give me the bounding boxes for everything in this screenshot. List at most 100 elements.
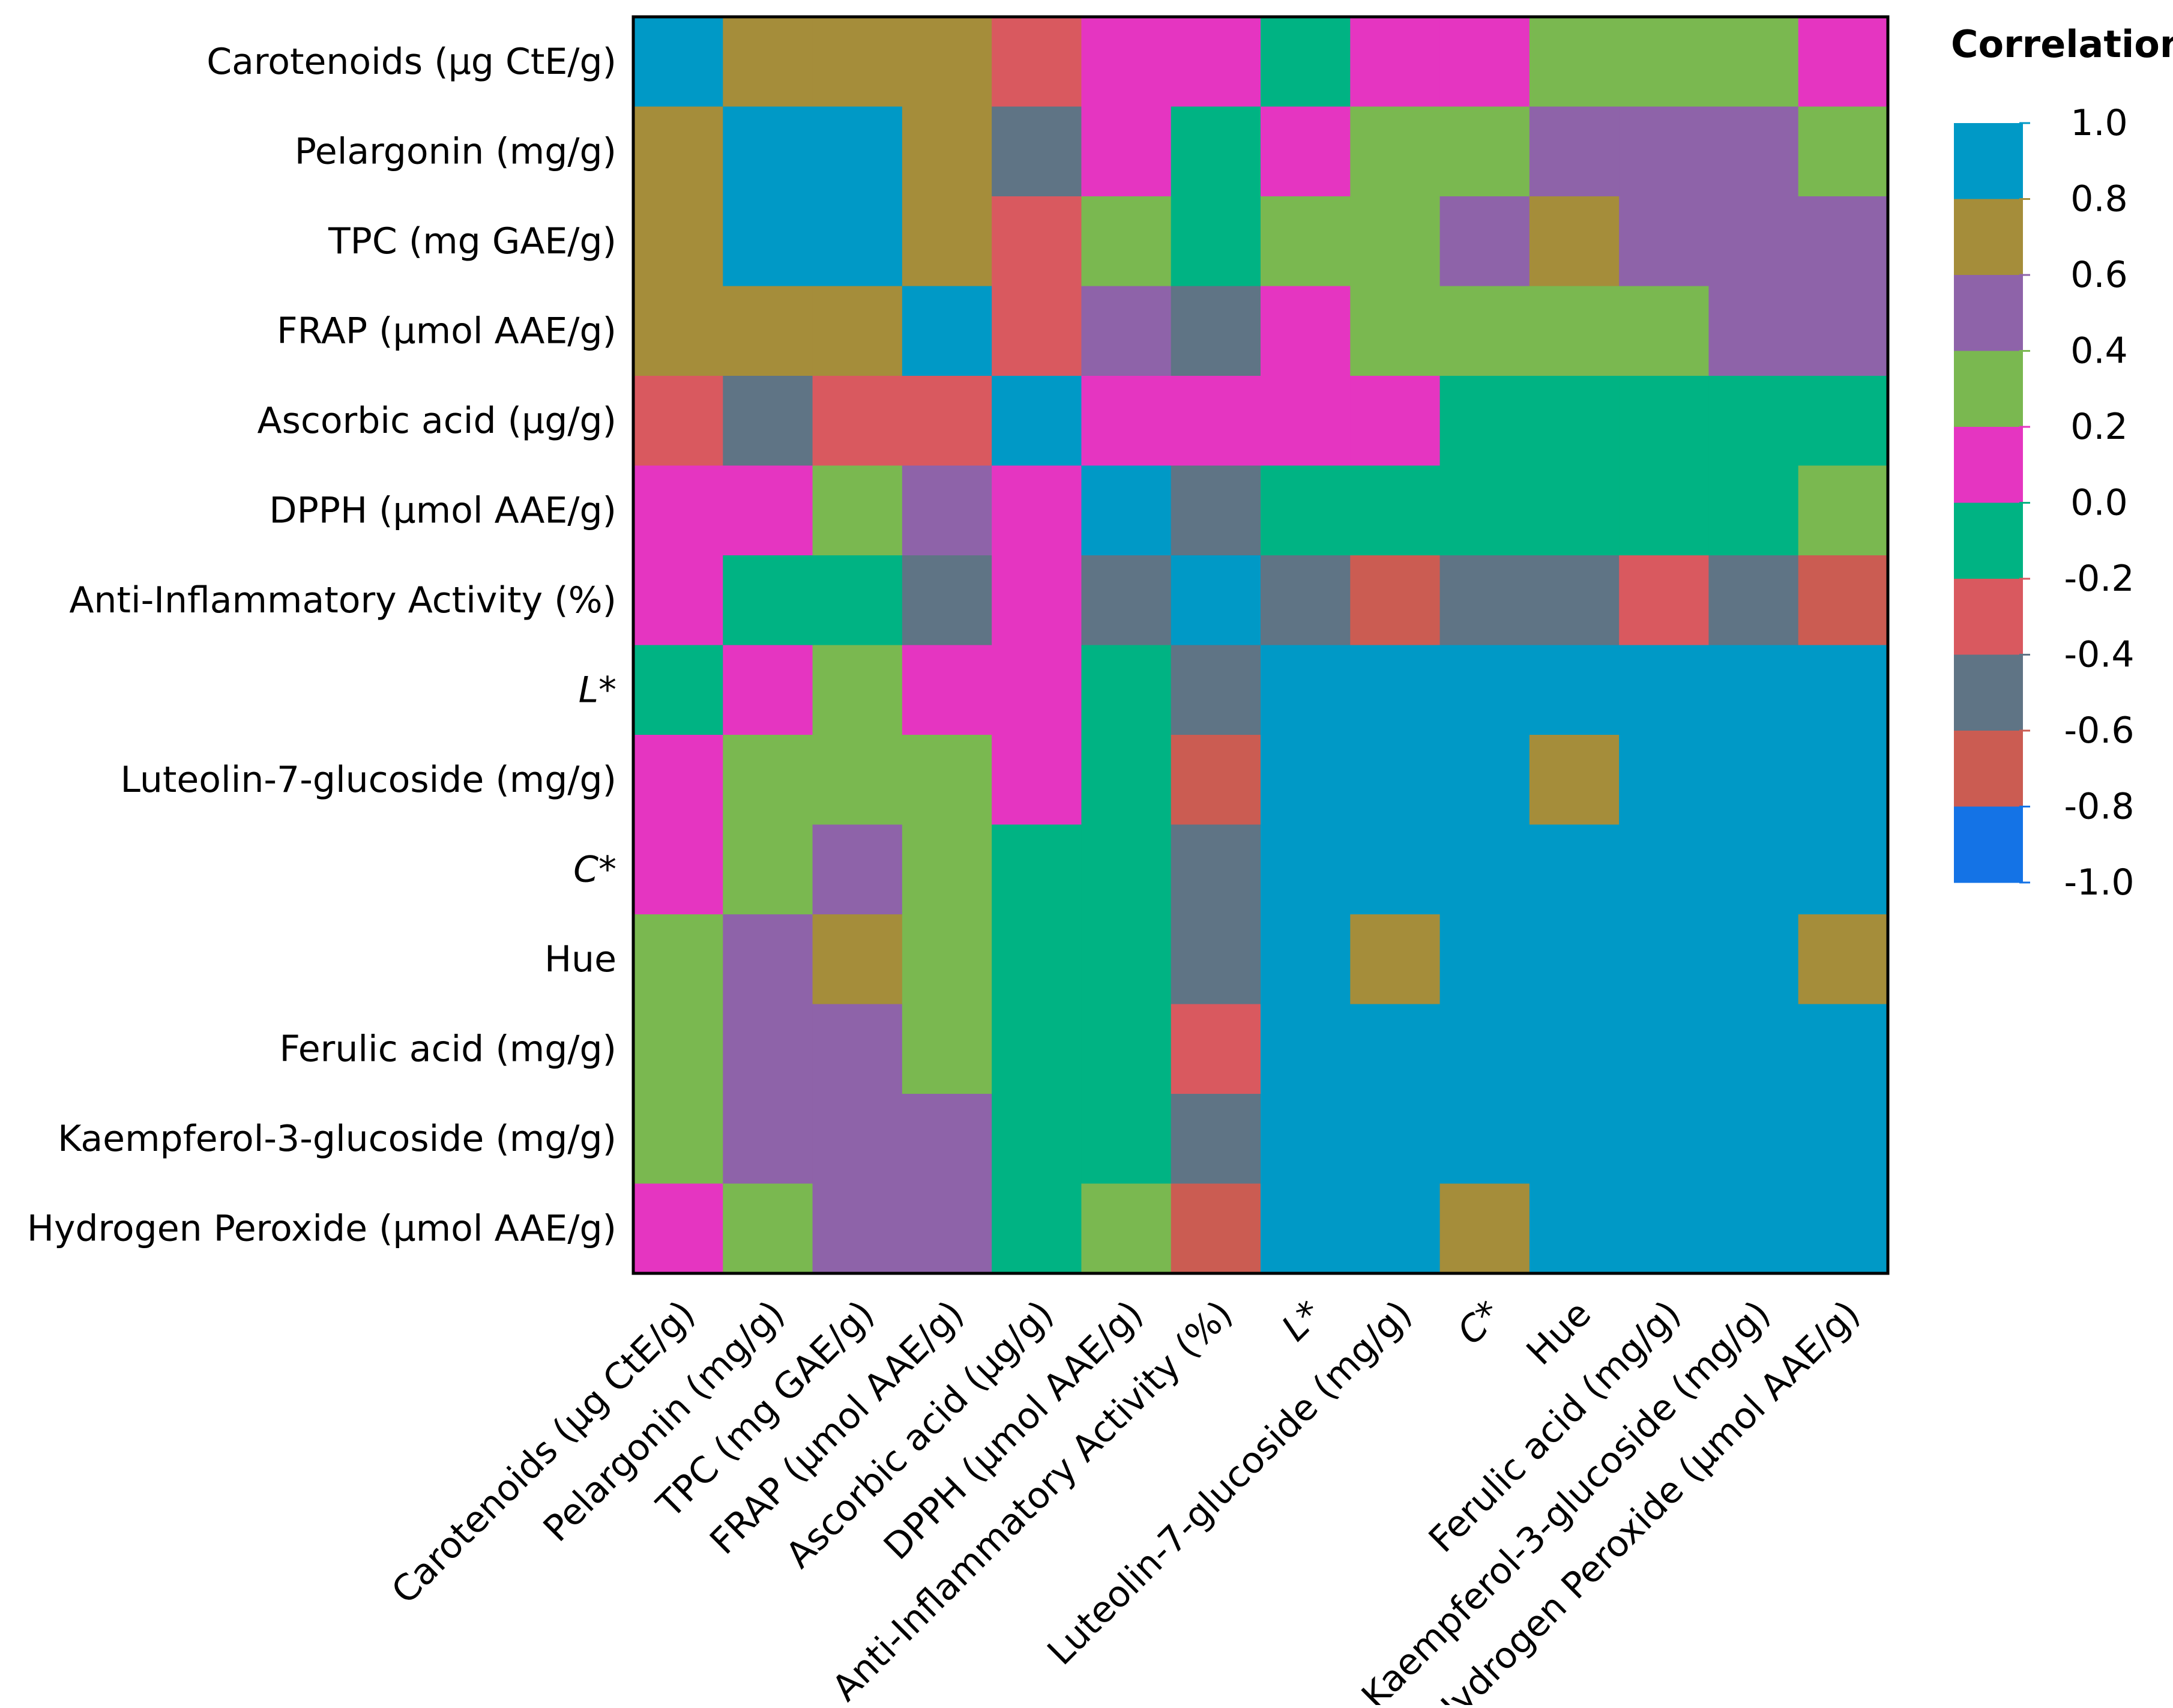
legend-ticks: 1.00.80.60.40.20.0-0.2-0.4-0.6-0.8-1.0 (2019, 102, 2135, 904)
heatmap-cell (633, 465, 723, 556)
heatmap-cell (1439, 1183, 1530, 1274)
color-legend: Correlation 1.00.80.60.40.20.0-0.2-0.4-0… (1951, 22, 2173, 904)
legend-tick-label: 1.0 (2070, 102, 2127, 144)
heatmap-cell (1171, 17, 1261, 107)
heatmap-cell (723, 1004, 813, 1094)
heatmap-cells (633, 17, 1888, 1274)
heatmap-cell (723, 196, 813, 287)
heatmap-cell (1350, 106, 1441, 197)
heatmap-cell (992, 1004, 1082, 1094)
heatmap-cell (1350, 824, 1441, 915)
heatmap-cell (1798, 555, 1888, 646)
heatmap-cell (723, 106, 813, 197)
heatmap-cell (1171, 1183, 1261, 1274)
heatmap-cell (1798, 17, 1888, 107)
heatmap-cell (1708, 1094, 1799, 1184)
heatmap-cell (633, 555, 723, 646)
legend-tick-label: -1.0 (2064, 862, 2134, 904)
heatmap-cell (1619, 1183, 1710, 1274)
heatmap-cell (812, 286, 903, 376)
heatmap-cell (992, 465, 1082, 556)
heatmap-cell (1529, 1004, 1620, 1094)
heatmap-cell (633, 914, 723, 1005)
heatmap-cell (1261, 465, 1351, 556)
heatmap-cell (1081, 106, 1172, 197)
heatmap-cell (1439, 735, 1530, 825)
heatmap-cell (992, 196, 1082, 287)
heatmap-cell (1619, 735, 1710, 825)
heatmap-cell (1171, 735, 1261, 825)
heatmap-cell (1081, 824, 1172, 915)
row-label: L* (579, 669, 616, 711)
heatmap-cell (992, 914, 1082, 1005)
heatmap-cell (902, 196, 992, 287)
heatmap-cell (1619, 17, 1710, 107)
row-label: Kaempferol-3-glucoside (mg/g) (58, 1118, 616, 1160)
heatmap-cell (1261, 17, 1351, 107)
heatmap-cell (812, 196, 903, 287)
heatmap-cell (1261, 376, 1351, 466)
heatmap-cell (812, 376, 903, 466)
heatmap-cell (1261, 645, 1351, 735)
heatmap-cell (1529, 914, 1620, 1005)
heatmap-cell (1798, 1094, 1888, 1184)
legend-title: Correlation (1951, 22, 2173, 66)
heatmap-cell (1708, 465, 1799, 556)
heatmap-cell (812, 465, 903, 556)
heatmap-cell (723, 286, 813, 376)
heatmap-cell (812, 824, 903, 915)
heatmap-cell (1171, 914, 1261, 1005)
heatmap-cell (1708, 555, 1799, 646)
heatmap-cell (1171, 645, 1261, 735)
row-label: DPPH (µmol AAE/g) (269, 489, 616, 531)
heatmap-cell (1619, 196, 1710, 287)
heatmap-cell (992, 824, 1082, 915)
heatmap-cell (723, 1183, 813, 1274)
heatmap-cell (633, 106, 723, 197)
legend-tick-label: 0.6 (2070, 254, 2127, 296)
heatmap-cell (1529, 645, 1620, 735)
heatmap-cell (723, 376, 813, 466)
heatmap-cell (1350, 1183, 1441, 1274)
heatmap-cell (992, 645, 1082, 735)
heatmap-cell (1529, 1183, 1620, 1274)
legend-color-bin (1954, 806, 2023, 883)
heatmap-cell (1619, 286, 1710, 376)
heatmap-cell (1171, 555, 1261, 646)
heatmap-cell (1439, 914, 1530, 1005)
heatmap-cell (1261, 914, 1351, 1005)
heatmap-cell (1798, 824, 1888, 915)
heatmap-cell (633, 17, 723, 107)
heatmap-cell (1798, 465, 1888, 556)
heatmap-cell (1261, 735, 1351, 825)
heatmap-cell (992, 106, 1082, 197)
row-label: Carotenoids (µg CtE/g) (206, 41, 616, 83)
heatmap-cell (723, 914, 813, 1005)
heatmap-cell (1081, 286, 1172, 376)
heatmap-cell (1081, 645, 1172, 735)
row-labels: Carotenoids (µg CtE/g) Pelargonin (mg/g) T… (27, 41, 616, 1250)
heatmap-cell (1798, 196, 1888, 287)
legend-tick-label: -0.6 (2064, 710, 2134, 752)
row-label: Anti-Inflammatory Activity (%) (69, 579, 616, 621)
legend-color-bin (1954, 579, 2023, 656)
row-label: Pelargonin (mg/g) (295, 130, 616, 172)
heatmap-cell (1619, 465, 1710, 556)
heatmap-cell (992, 286, 1082, 376)
heatmap-cell (1619, 914, 1710, 1005)
heatmap-cell (1798, 735, 1888, 825)
row-label: Luteolin-7-glucoside (mg/g) (120, 759, 616, 801)
heatmap-cell (1439, 555, 1530, 646)
heatmap-cell (1081, 376, 1172, 466)
heatmap-cell (1081, 735, 1172, 825)
heatmap-cell (902, 645, 992, 735)
heatmap-cell (992, 17, 1082, 107)
column-label: C* (1450, 1293, 1510, 1353)
heatmap-cell (1439, 824, 1530, 915)
heatmap-cell (1261, 106, 1351, 197)
row-label: TPC (mg GAE/g) (328, 220, 616, 262)
column-label: Hue (1519, 1293, 1599, 1373)
heatmap-cell (992, 555, 1082, 646)
